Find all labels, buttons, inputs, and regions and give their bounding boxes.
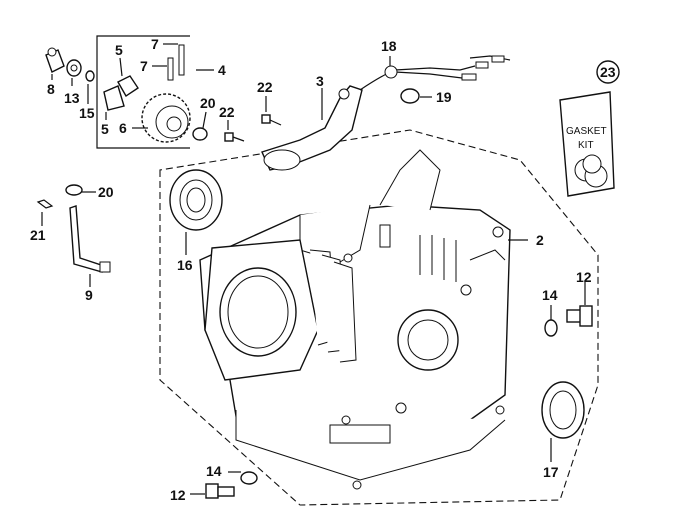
governor-weight-lower xyxy=(103,85,125,111)
callout-18: 18 xyxy=(381,38,397,54)
callout-21: 21 xyxy=(30,227,46,243)
bolt-upper xyxy=(261,114,282,126)
governor-gear xyxy=(141,93,191,143)
harness-grommet xyxy=(400,88,420,104)
callout-4: 4 xyxy=(218,62,226,78)
callout-7-upper: 7 xyxy=(151,36,159,52)
governor-pin-short xyxy=(167,57,174,81)
callout-5-upper: 5 xyxy=(115,42,123,58)
gasket-kit-label-line1: GASKET xyxy=(566,126,607,137)
bolt-middle xyxy=(224,132,245,142)
governor-washer xyxy=(66,59,82,77)
callout-16: 16 xyxy=(177,257,193,273)
governor-clip xyxy=(85,70,95,82)
callout-22-middle: 22 xyxy=(219,104,235,120)
oil-level-harness xyxy=(359,55,511,91)
callout-22-upper: 22 xyxy=(257,79,273,95)
ball-bearing xyxy=(169,169,223,231)
gasket-kit-bag xyxy=(559,91,615,197)
callout-6: 6 xyxy=(119,120,127,136)
oil-seal xyxy=(541,381,585,439)
governor-group-bracket xyxy=(96,35,190,149)
gasket-kit-label-line2: KIT xyxy=(578,140,594,151)
oil-filler-tube xyxy=(69,205,111,273)
callout-17: 17 xyxy=(543,464,559,480)
callout-circle-23 xyxy=(596,60,620,84)
callout-3: 3 xyxy=(316,73,324,89)
breather-cover xyxy=(261,85,363,171)
drain-bolt-bottom xyxy=(205,471,258,499)
governor-shaft xyxy=(45,47,65,73)
callout-15: 15 xyxy=(79,105,95,121)
callout-7-lower: 7 xyxy=(140,58,148,74)
callout-20-upper: 20 xyxy=(200,95,216,111)
callout-13: 13 xyxy=(64,90,80,106)
callout-23: 23 xyxy=(600,64,616,80)
washer-lower xyxy=(65,184,83,196)
callout-5-lower: 5 xyxy=(101,121,109,137)
spring-clip xyxy=(36,199,54,209)
governor-pin-long xyxy=(178,44,185,76)
callout-19: 19 xyxy=(436,89,452,105)
callout-20-lower: 20 xyxy=(98,184,114,200)
callout-9: 9 xyxy=(85,287,93,303)
callout-2: 2 xyxy=(536,232,544,248)
callout-14-bottom: 14 xyxy=(206,463,222,479)
callout-12-right: 12 xyxy=(576,269,592,285)
washer-upper xyxy=(192,127,208,141)
callout-14-right: 14 xyxy=(542,287,558,303)
callout-8: 8 xyxy=(47,81,55,97)
drain-bolt-right xyxy=(544,305,593,337)
governor-holder-upper xyxy=(117,75,139,97)
cylinder-block xyxy=(199,149,511,490)
callout-12-bottom: 12 xyxy=(170,487,186,503)
